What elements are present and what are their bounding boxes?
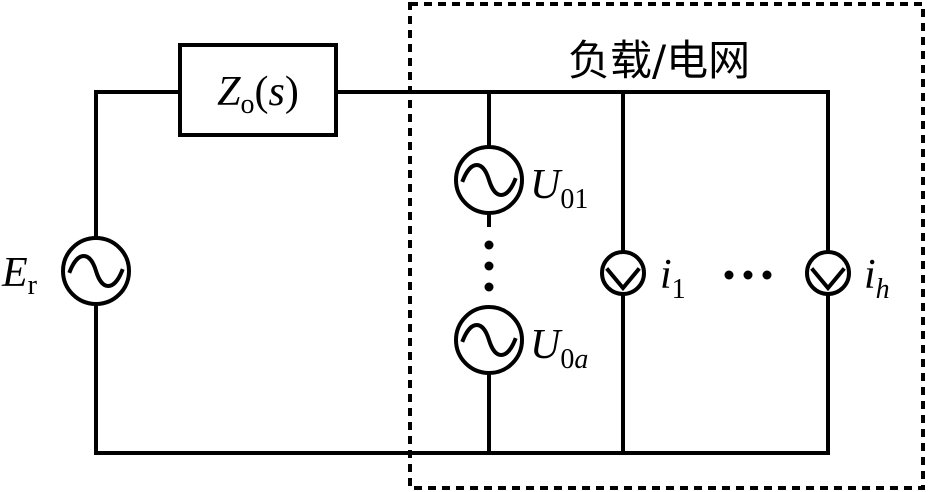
wires xyxy=(94,90,830,455)
ac-source-er xyxy=(61,236,131,306)
load-grid-boundary xyxy=(408,2,925,490)
current-i1-label: i1 xyxy=(660,252,686,305)
sine-wave-icon xyxy=(460,323,518,357)
impedance-label: Zo(s) xyxy=(217,69,299,120)
ac-source-u0a xyxy=(454,305,524,375)
sine-wave-icon xyxy=(67,254,125,288)
horizontal-ellipsis xyxy=(724,270,772,280)
impedance-block xyxy=(178,43,338,137)
current-ih-label: ih xyxy=(864,252,890,305)
current-source-ih xyxy=(805,250,851,296)
sine-wave-icon xyxy=(460,163,518,197)
source-u0a-label: U0a xyxy=(530,322,588,375)
down-arrow-icon xyxy=(605,267,641,292)
load-grid-label: 负载/电网 xyxy=(568,36,750,85)
ac-source-u01 xyxy=(454,145,524,215)
vertical-ellipsis xyxy=(484,240,494,292)
current-source-i1 xyxy=(600,250,646,296)
source-er-label: Er xyxy=(1,250,38,301)
down-arrow-icon xyxy=(810,267,846,292)
source-u01-label: U01 xyxy=(530,162,588,215)
